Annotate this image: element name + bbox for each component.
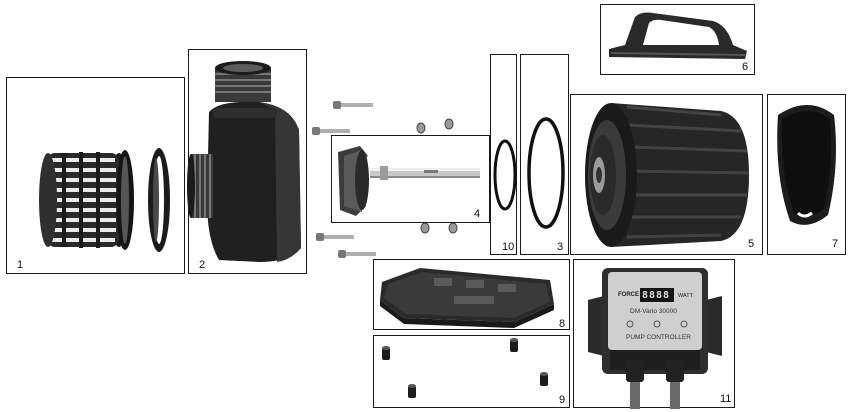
nut-3	[420, 222, 430, 234]
foot-3	[408, 384, 416, 398]
part-number-10: 10	[502, 241, 515, 253]
part-number-6: 6	[742, 61, 749, 73]
strainer-cage-drawing	[39, 148, 170, 252]
screw-bottom-1	[316, 233, 354, 241]
part-8-box: 8	[373, 259, 570, 330]
part-5-box: 5	[570, 94, 763, 255]
handle-drawing	[609, 12, 747, 59]
controller-label: PUMP CONTROLLER	[626, 334, 691, 341]
part-number-11: 11	[720, 393, 732, 405]
part-number-9: 9	[559, 394, 566, 406]
controller-brand: FORCE	[618, 292, 639, 298]
part-10-box: 10	[490, 54, 517, 255]
part-4-box: 4	[331, 135, 490, 223]
impeller-drawing	[338, 146, 480, 216]
controller-display: 8888	[642, 290, 671, 301]
part-1-box: 1	[6, 77, 185, 274]
part-6-box: 6	[600, 4, 755, 75]
large-o-ring-drawing	[527, 117, 565, 229]
motor-drawing	[585, 103, 750, 247]
screw-top-2	[312, 127, 350, 135]
part-2-box: 2	[187, 49, 307, 274]
base-plate-drawing	[380, 268, 554, 328]
foot-1	[382, 346, 390, 360]
part-9-box: 9	[373, 335, 570, 408]
controller-unit: WATT	[678, 293, 693, 299]
screw-top-1	[333, 101, 373, 109]
foot-2	[510, 338, 518, 352]
end-cap-drawing	[777, 105, 836, 225]
part-number-3: 3	[557, 241, 564, 253]
small-o-ring-drawing	[493, 139, 517, 211]
controller-model: DM-Vario 30000	[630, 308, 677, 315]
foot-4	[540, 372, 548, 386]
part-7-box: 7	[767, 94, 846, 255]
part-number-7: 7	[832, 238, 839, 250]
screw-bottom-2	[338, 250, 376, 258]
nut-4	[448, 222, 458, 234]
feet-drawing	[382, 338, 548, 398]
nut-1	[416, 122, 426, 134]
part-number-8: 8	[559, 318, 566, 330]
controller-drawing	[588, 268, 722, 409]
part-number-4: 4	[474, 208, 481, 220]
part-11-box: FORCE 8888 WATT DM-Vario 30000 PUMP CONT…	[573, 259, 735, 409]
nut-2	[444, 118, 454, 130]
part-number-5: 5	[748, 238, 755, 250]
pump-housing-drawing	[187, 61, 301, 262]
part-number-1: 1	[17, 259, 24, 271]
part-number-2: 2	[199, 259, 206, 271]
part-3-box: 3	[520, 54, 569, 255]
